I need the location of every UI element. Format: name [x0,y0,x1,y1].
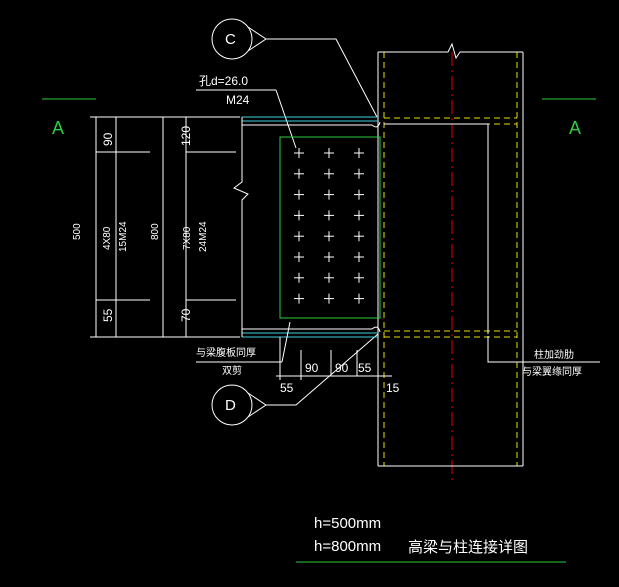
dim-bottom-d3: 55 [358,361,372,375]
plate-note-line1: 与梁腹板同厚 [196,346,256,359]
bolt [354,210,364,221]
bolt [294,231,304,242]
section-mark-right-label: A [569,118,581,138]
bolt-hole-label: 孔d=26.0 [199,74,248,88]
plate-note: 与梁腹板同厚 双剪 [196,321,291,377]
bolt-group [294,148,364,304]
dim-outer-mid-b: 15M24 [118,221,129,252]
footer-h2: h=800mm [314,538,381,555]
bolt [354,148,364,158]
dim-outer-total: 500 [72,223,83,240]
dim-bottom-d5: 15 [386,381,400,395]
plate-note-line2: 双剪 [222,364,242,377]
dim-outer-top: 90 [101,132,115,146]
bolt [354,231,364,242]
drawing-title: 高梁与柱连接详图 [408,539,528,556]
bolt [294,272,304,283]
dim-outer-bottom: 55 [101,308,115,322]
dim-bottom-d2: 90 [335,361,349,375]
bolt-size-label: M24 [226,93,250,107]
bolt [354,252,364,262]
dim-inner-mid-a: 7X80 [182,226,193,250]
bolt [354,272,364,283]
column [377,42,524,484]
footer-h1: h=500mm [314,515,381,532]
bolt [354,189,364,200]
callout-c-label: C [225,31,236,48]
stiffener-note: 柱加劲肋 与梁翼缘同厚 [487,336,600,378]
stiffener-note-line1: 柱加劲肋 [534,348,574,361]
dim-inner-top: 120 [179,126,193,146]
footer: h=500mm h=800mm 高梁与柱连接详图 [296,515,566,563]
bolt [324,231,334,242]
bolt [324,148,334,158]
dim-inner-total: 800 [150,223,161,240]
bolt [354,293,364,304]
bolt [294,189,304,200]
section-mark-left: A [42,98,96,138]
dim-outer-mid-a: 4X80 [102,226,113,250]
dim-inner-mid-b: 24M24 [198,221,209,252]
callout-c: C [211,18,378,118]
bolt [294,293,304,304]
bolt [294,252,304,262]
bolt [354,168,364,179]
bolt [324,252,334,262]
stiffener-note-line2: 与梁翼缘同厚 [522,365,582,378]
bolt [324,293,334,304]
left-dimensions: 500 90 4X80 15M24 55 800 120 7X80 24M24 … [72,116,240,338]
bolt [294,168,304,179]
callout-d-label: D [225,397,236,414]
bolt [324,189,334,200]
section-mark-left-label: A [52,118,64,138]
splice-plate [279,136,381,319]
bolt [324,272,334,283]
section-mark-right: A [542,98,596,138]
bolt [294,148,304,158]
beam [233,116,381,338]
dim-bottom-d1: 90 [305,361,319,375]
bolt-note: 孔d=26.0 M24 [196,74,297,149]
dim-inner-bottom: 70 [179,308,193,322]
callout-d: D [211,333,379,426]
bottom-dimensions: 90 90 55 55 15 [276,337,400,395]
bolt [294,210,304,221]
bolt [324,168,334,179]
dim-bottom-d4: 55 [280,381,294,395]
bolt [324,210,334,221]
